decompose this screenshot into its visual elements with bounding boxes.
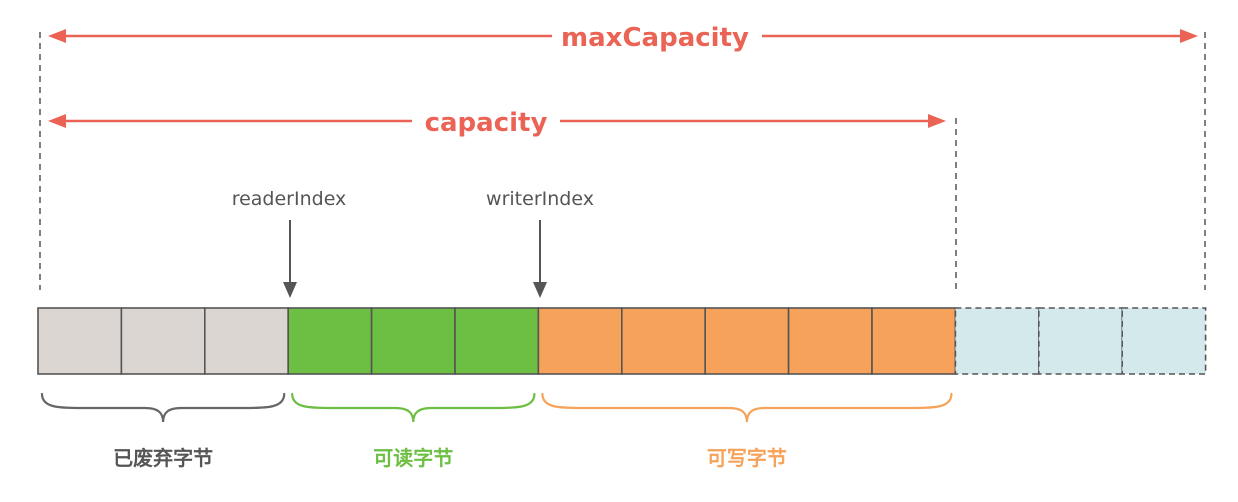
writer-index-arrow	[533, 220, 547, 298]
brace-writable	[541, 392, 953, 423]
region-label-readable: 可读字节	[373, 446, 453, 470]
byte-cell-writable	[620, 307, 706, 375]
byte-cell-reserved	[1038, 307, 1124, 375]
reader-index-label: readerIndex	[232, 188, 347, 210]
max-capacity-label: maxCapacity	[561, 23, 749, 53]
region-labels: 已废弃字节 可读字节 可写字节	[113, 446, 787, 470]
region-label-writable: 可写字节	[707, 446, 787, 470]
byte-cell-writable	[871, 307, 957, 375]
byte-cell-readable	[370, 307, 456, 375]
byte-cell-readable	[454, 307, 540, 375]
capacity-arrow	[48, 114, 946, 128]
reader-index-arrow	[283, 220, 297, 298]
byte-cell-discarded	[120, 307, 206, 375]
byte-cell-writable	[704, 307, 790, 375]
region-braces	[40, 392, 953, 423]
byte-cell-discarded	[204, 307, 290, 375]
brace-discarded	[40, 392, 286, 423]
byte-cell-readable	[287, 307, 373, 375]
byte-cell-reserved	[1121, 307, 1207, 375]
max-capacity-arrow	[48, 29, 1198, 43]
region-label-discarded: 已废弃字节	[113, 446, 213, 470]
byte-cell-writable	[787, 307, 873, 375]
capacity-label: capacity	[425, 108, 548, 138]
byte-cells	[37, 307, 1207, 375]
brace-readable	[291, 392, 536, 423]
byte-cell-discarded	[37, 307, 123, 375]
byte-cell-reserved	[954, 307, 1040, 375]
writer-index-label: writerIndex	[486, 188, 594, 210]
byte-cell-writable	[537, 307, 623, 375]
